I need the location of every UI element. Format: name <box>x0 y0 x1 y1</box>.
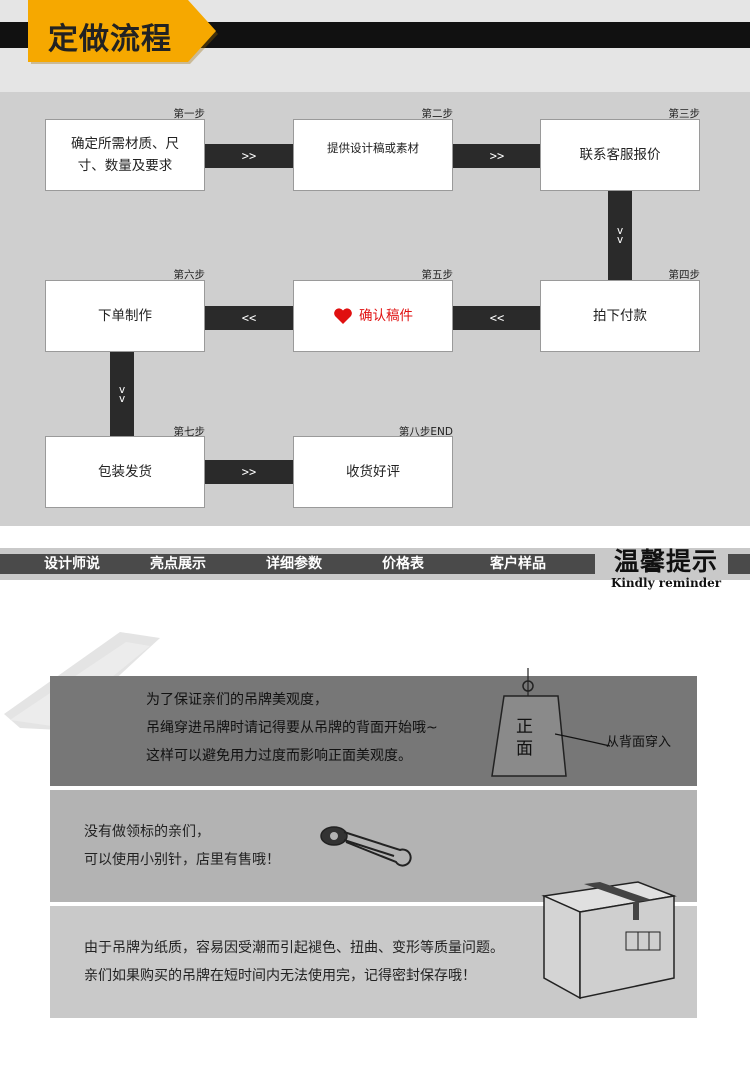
section-nav: 设计师说 亮点展示 详细参数 价格表 客户样品 温馨提示 Kindly remi… <box>0 526 750 606</box>
pointer-line <box>555 733 611 747</box>
tip-1-text: 为了保证亲们的吊牌美观度， 吊绳穿进吊牌时请记得要从吊牌的背面开始哦~ 这样可以… <box>146 686 438 770</box>
kindly-reminder: 温馨提示 Kindly reminder <box>607 542 725 590</box>
arrow-right-1: >> <box>205 144 293 168</box>
nav-item-highlights[interactable]: 亮点展示 <box>150 556 206 572</box>
step-7-box: 包装发货 <box>45 436 205 508</box>
step-1-label: 第一步 <box>173 108 206 120</box>
kindly-reminder-cn: 温馨提示 <box>613 547 718 576</box>
badge-shape <box>28 0 218 64</box>
kindly-reminder-en: Kindly reminder <box>610 576 722 590</box>
arrow-down-1: v v <box>608 190 632 280</box>
step-4-text: 拍下付款 <box>593 308 647 324</box>
step-6-label: 第六步 <box>173 269 206 281</box>
arrow-right-3: >> <box>205 460 293 484</box>
tip-panel-1: 为了保证亲们的吊牌美观度， 吊绳穿进吊牌时请记得要从吊牌的背面开始哦~ 这样可以… <box>50 668 697 786</box>
process-flow: >> >> v v << << v v >> 第一步 第二步 第三步 第四步 第… <box>0 92 750 526</box>
step-8-label: 第八步END <box>398 426 453 438</box>
hang-tag-icon <box>491 668 567 777</box>
header: 定做流程 <box>0 0 750 92</box>
step-3-label: 第三步 <box>668 108 701 120</box>
safety-pin-icon <box>320 826 412 867</box>
nav-item-designer[interactable]: 设计师说 <box>44 556 100 572</box>
nav-item-price[interactable]: 价格表 <box>382 556 424 572</box>
step-7-text: 包装发货 <box>98 464 152 480</box>
step-5-text: 确认稿件 <box>359 308 413 324</box>
arrow-down-glyph: v v <box>616 224 624 246</box>
tip-2-line-1: 没有做领标的亲们， <box>84 824 210 840</box>
tip-3-line-2: 亲们如果购买的吊牌在短时间内无法使用完，记得密封保存哦！ <box>84 968 476 984</box>
step-3-text: 联系客服报价 <box>579 147 661 163</box>
step-1-box: 确定所需材质、尺寸、数量及要求 <box>45 119 205 191</box>
step-1-text: 确定所需材质、尺寸、数量及要求 <box>71 136 179 174</box>
tip-3-text: 由于吊牌为纸质，容易因受潮而引起褪色、扭曲、变形等质量问题。 亲们如果购买的吊牌… <box>84 934 504 990</box>
step-8-text: 收货好评 <box>346 464 400 480</box>
arrow-left-2: << <box>205 306 293 330</box>
step-2-box: 提供设计稿或素材 <box>293 119 453 191</box>
step-7-label: 第七步 <box>173 426 206 438</box>
tip-1-line-2: 吊绳穿进吊牌时请记得要从吊牌的背面开始哦~ <box>146 720 438 736</box>
nav-bar <box>0 554 595 574</box>
arrow-down-2: v v <box>110 352 134 436</box>
step-4-box: 拍下付款 <box>540 280 700 352</box>
step-6-text: 下单制作 <box>98 308 152 324</box>
arrow-right-2: >> <box>453 144 541 168</box>
box-icon <box>541 881 677 1000</box>
tip-panel-3: 由于吊牌为纸质，容易因受潮而引起褪色、扭曲、变形等质量问题。 亲们如果购买的吊牌… <box>50 881 697 1018</box>
page-title: 定做流程 <box>48 22 172 57</box>
tip-3-line-1: 由于吊牌为纸质，容易因受潮而引起褪色、扭曲、变形等质量问题。 <box>84 940 504 956</box>
arrow-down-glyph: v v <box>118 383 126 405</box>
tip-panel-2: 没有做领标的亲们， 可以使用小别针，店里有售哦！ <box>50 790 697 902</box>
tip-2-text: 没有做领标的亲们， 可以使用小别针，店里有售哦！ <box>84 818 280 874</box>
tag-front-char-1: 正 <box>516 717 533 737</box>
tag-front-text: 正 面 <box>516 716 533 760</box>
tip-1-line-3: 这样可以避免用力过度而影响正面美观度。 <box>146 748 412 764</box>
heart-icon <box>334 307 352 324</box>
step-3-box: 联系客服报价 <box>540 119 700 191</box>
arrow-left-1: << <box>453 306 541 330</box>
tag-note: 从背面穿入 <box>606 735 672 750</box>
step-8-box: 收货好评 <box>293 436 453 508</box>
step-6-box: 下单制作 <box>45 280 205 352</box>
step-5-box: 确认稿件 <box>293 280 453 352</box>
tag-front-char-2: 面 <box>516 739 533 759</box>
step-2-text: 提供设计稿或素材 <box>327 141 419 155</box>
step-4-label: 第四步 <box>668 269 701 281</box>
nav-bar-end <box>728 554 750 574</box>
title-badge: 定做流程 <box>28 0 218 66</box>
step-5-label: 第五步 <box>421 269 454 281</box>
nav-item-params[interactable]: 详细参数 <box>266 556 322 572</box>
nav-item-samples[interactable]: 客户样品 <box>490 556 546 572</box>
tip-2-line-2: 可以使用小别针，店里有售哦！ <box>84 852 280 868</box>
tip-1-line-1: 为了保证亲们的吊牌美观度， <box>146 692 328 708</box>
tips-section: 为了保证亲们的吊牌美观度， 吊绳穿进吊牌时请记得要从吊牌的背面开始哦~ 这样可以… <box>0 606 750 1086</box>
step-2-label: 第二步 <box>421 108 454 120</box>
